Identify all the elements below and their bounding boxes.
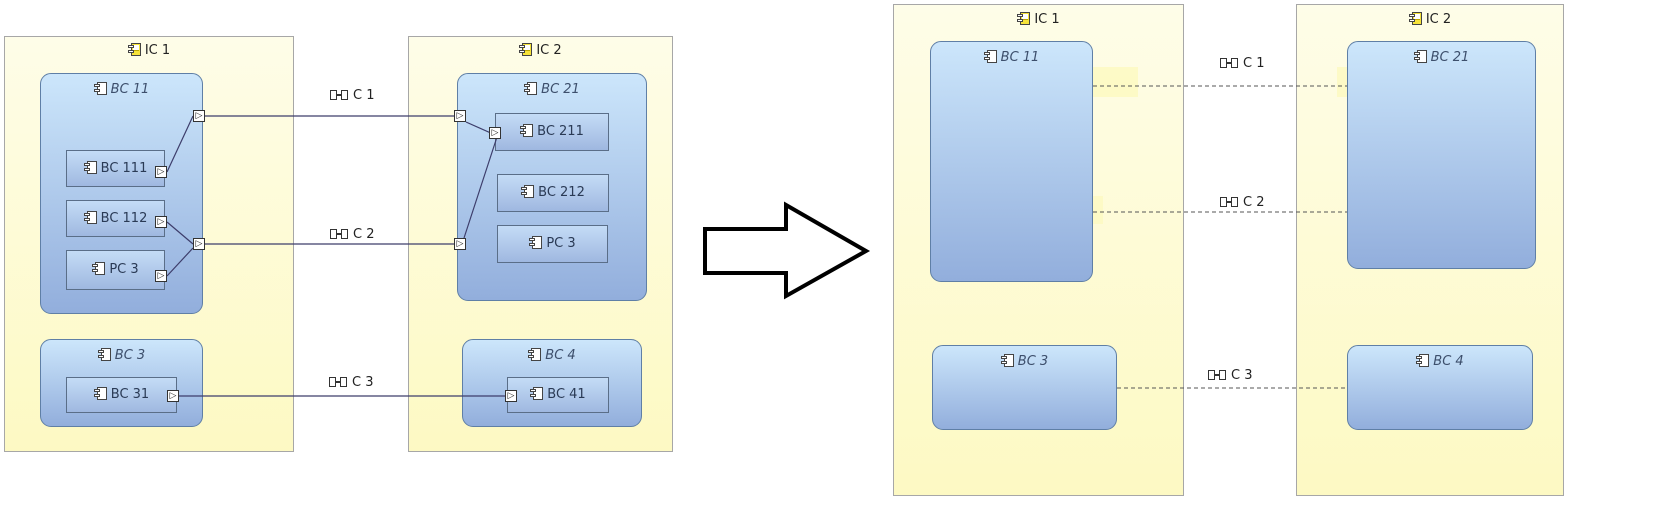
interface-component-icon	[1017, 12, 1031, 25]
component-icon	[1416, 354, 1430, 367]
component-icon	[1413, 50, 1427, 63]
connector-icon	[330, 90, 348, 100]
port[interactable]	[155, 166, 167, 178]
component-icon	[1000, 354, 1014, 367]
interface-component-icon	[519, 43, 533, 56]
transformation-arrow	[703, 201, 871, 300]
after-bc4[interactable]: BC 4	[1347, 345, 1533, 430]
component-icon	[92, 262, 106, 275]
inner-label: PC 3	[109, 262, 139, 277]
port[interactable]	[454, 110, 466, 122]
component-icon	[521, 185, 535, 198]
connector-icon	[1220, 197, 1238, 207]
component-icon	[530, 387, 544, 400]
bc-label: BC 21	[541, 82, 580, 97]
inner-label: BC 31	[110, 387, 150, 402]
bc-label: BC 11	[1000, 50, 1040, 65]
port[interactable]	[167, 390, 179, 402]
component-icon	[93, 387, 107, 400]
ic-label: IC 1	[144, 43, 171, 58]
component-icon	[93, 82, 107, 95]
before-bc112[interactable]: BC 112	[66, 200, 165, 237]
after-bc3[interactable]: BC 3	[932, 345, 1117, 430]
port[interactable]	[489, 127, 501, 139]
connector-label-c3: C 3	[329, 375, 373, 391]
inner-label: BC 211	[537, 124, 584, 139]
before-bc31[interactable]: BC 31	[66, 377, 177, 413]
before-bc41[interactable]: BC 41	[507, 377, 609, 413]
inner-label: BC 111	[100, 160, 148, 176]
before-bc212[interactable]: BC 212	[497, 174, 609, 212]
port[interactable]	[454, 238, 466, 250]
before-bc111[interactable]: BC 111	[66, 150, 165, 187]
inner-label: BC 112	[100, 210, 148, 226]
before-pc3-left[interactable]: PC 3	[66, 250, 165, 290]
after-bc21[interactable]: BC 21	[1347, 41, 1536, 269]
after-bc11[interactable]: BC 11	[930, 41, 1093, 282]
bc-label: BC 21	[1430, 50, 1470, 65]
bc-label: BC 3	[114, 348, 146, 363]
component-icon	[83, 210, 97, 224]
bc-label: BC 11	[110, 82, 150, 97]
port[interactable]	[155, 216, 167, 228]
component-icon	[83, 160, 97, 174]
component-icon	[983, 50, 997, 63]
connector-label-c2: C 2	[1220, 195, 1264, 211]
interface-component-icon	[127, 43, 141, 56]
inner-label: BC 212	[538, 185, 585, 200]
inner-label: BC 41	[547, 387, 586, 402]
connector-label-c3: C 3	[1208, 368, 1252, 384]
bc-label: BC 3	[1017, 354, 1049, 369]
connector-icon	[1220, 58, 1238, 68]
connector-icon	[329, 377, 347, 387]
interface-component-icon	[1408, 12, 1422, 25]
connector-label-c1: C 1	[1220, 56, 1264, 72]
port[interactable]	[505, 390, 517, 402]
ic-label: IC 2	[536, 43, 562, 58]
component-icon	[524, 82, 538, 95]
port[interactable]	[193, 238, 205, 250]
bc-label: BC 4	[545, 348, 576, 363]
connector-icon	[330, 229, 348, 239]
component-icon	[97, 348, 111, 361]
component-icon	[529, 236, 543, 249]
before-pc3-right[interactable]: PC 3	[497, 225, 608, 263]
ic-label: IC 1	[1034, 12, 1060, 27]
port[interactable]	[155, 270, 167, 282]
before-bc211[interactable]: BC 211	[495, 113, 609, 151]
ic-label: IC 2	[1425, 12, 1452, 27]
inner-label: PC 3	[546, 236, 576, 251]
component-icon	[528, 348, 542, 361]
component-icon	[520, 124, 534, 137]
connector-icon	[1208, 370, 1226, 380]
bc-label: BC 4	[1433, 354, 1464, 369]
connector-label-c2: C 2	[330, 227, 374, 243]
port[interactable]	[193, 110, 205, 122]
connector-label-c1: C 1	[330, 88, 374, 104]
